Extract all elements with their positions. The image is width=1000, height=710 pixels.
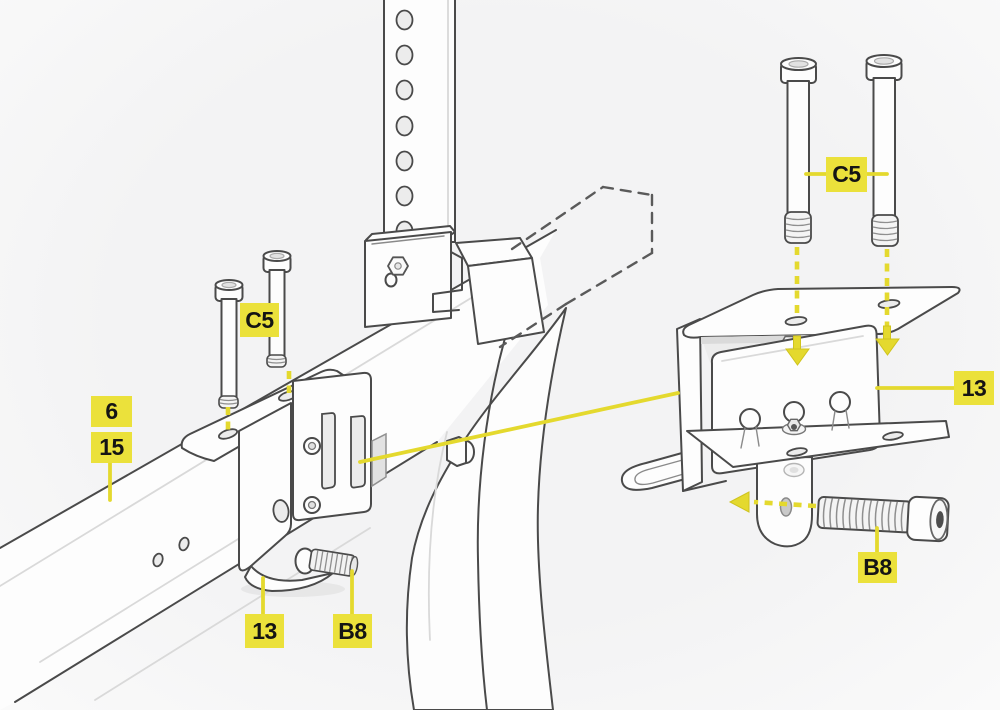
keyhole-slot	[829, 391, 851, 431]
down-arrow-icon	[785, 335, 810, 366]
label-part-13-right: 13	[954, 371, 994, 405]
label-c5-right: C5	[826, 157, 867, 192]
post-base-bracket	[364, 225, 463, 328]
label-part-13-left: 13	[245, 614, 284, 648]
callout-lines	[108, 172, 957, 618]
frame-legs	[405, 307, 567, 710]
label-part-15: 15	[91, 432, 132, 463]
bolt-c5-right-2	[865, 54, 903, 247]
left-arrow-icon	[728, 491, 750, 513]
keyhole-slot-with-nut	[781, 401, 807, 436]
screw-b8-exploded	[816, 495, 950, 543]
label-part-6: 6	[91, 396, 132, 427]
hidden-beam-outline	[498, 185, 654, 349]
bracket-13-exploded	[620, 286, 961, 548]
leg-bolt	[446, 436, 475, 467]
down-arrow-icon	[875, 325, 900, 356]
bracket-13-installed	[180, 368, 475, 597]
leader-line-detail	[358, 391, 680, 464]
screw-b8-installed	[294, 547, 359, 577]
bolt-c5-left-1	[214, 279, 244, 409]
keyhole-slot	[739, 408, 761, 449]
upright-post	[383, 0, 456, 243]
bracket-side-flap	[371, 432, 387, 488]
label-b8-right: B8	[858, 552, 897, 583]
hex-bolt	[384, 256, 409, 288]
panel-screw	[303, 437, 321, 455]
label-c5-left: C5	[240, 303, 279, 337]
label-b8-left: B8	[333, 614, 372, 648]
panel-screw	[303, 496, 321, 514]
bolt-c5-right-1	[780, 57, 817, 244]
main-beam-end	[455, 237, 545, 345]
